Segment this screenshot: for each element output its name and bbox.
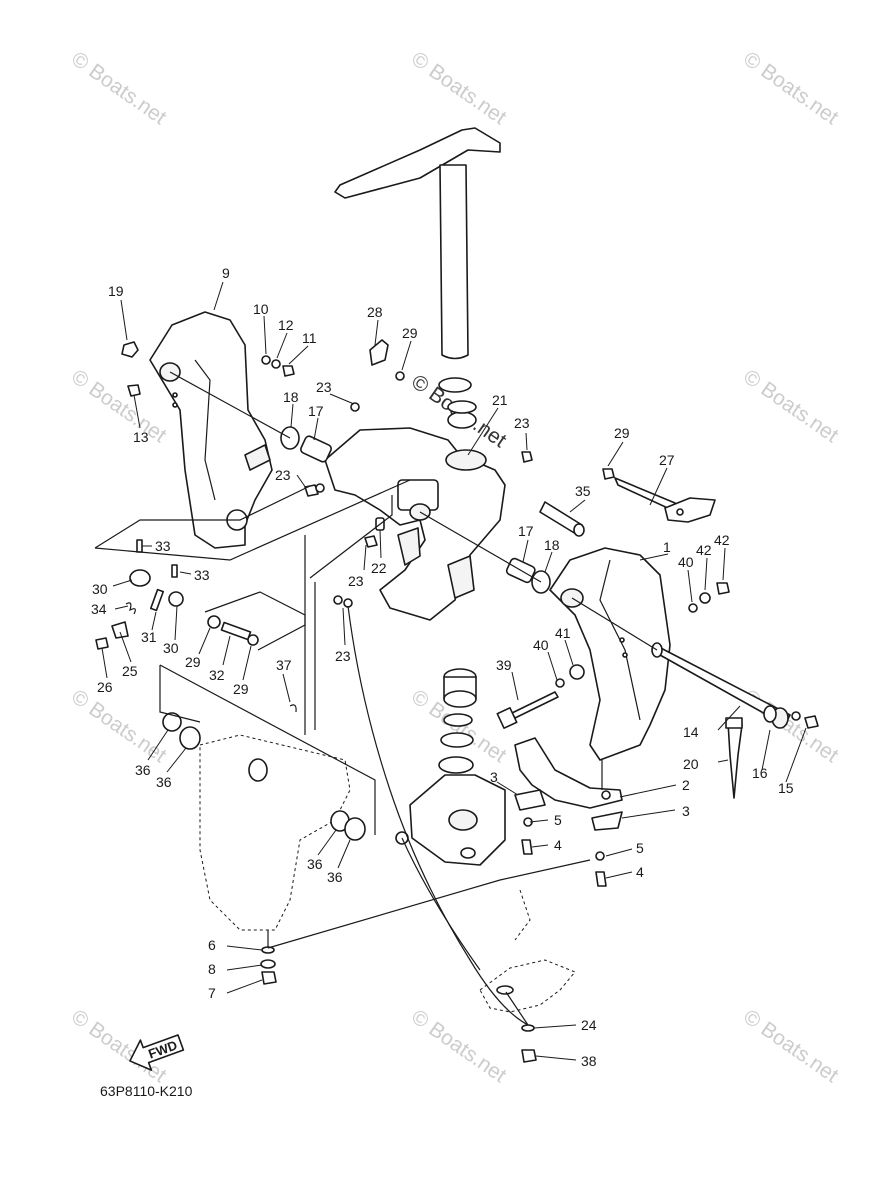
callout-29: 29	[233, 681, 249, 697]
callout-3: 3	[490, 769, 498, 785]
callout-15: 15	[778, 780, 794, 796]
callout-14: 14	[683, 724, 699, 740]
callout-36: 36	[327, 869, 343, 885]
callout-16: 16	[752, 765, 768, 781]
callout-7: 7	[208, 985, 216, 1001]
small-hardware	[95, 339, 819, 1063]
callout-8: 8	[208, 961, 216, 977]
watermark: © Boats.net	[739, 1005, 842, 1087]
clamp-bracket-left	[149, 311, 273, 549]
callout-5: 5	[554, 812, 562, 828]
watermark: © Boats.net	[67, 365, 170, 447]
callout-40: 40	[678, 554, 694, 570]
callout-27: 27	[659, 452, 675, 468]
watermark: © Boats.net	[407, 47, 510, 129]
callout-30: 30	[92, 581, 108, 597]
anode-bolt	[725, 717, 743, 799]
callout-18: 18	[544, 537, 560, 553]
callout-3: 3	[682, 803, 690, 819]
callout-42: 42	[696, 542, 712, 558]
lower-mount	[409, 668, 506, 866]
callout-36: 36	[307, 856, 323, 872]
callout-23: 23	[275, 467, 291, 483]
callout-37: 37	[276, 657, 292, 673]
callout-33: 33	[194, 567, 210, 583]
callout-4: 4	[554, 837, 562, 853]
callout-39: 39	[496, 657, 512, 673]
swivel-bracket	[324, 400, 506, 621]
callout-11: 11	[302, 330, 317, 346]
callout-10: 10	[253, 301, 269, 317]
callout-17: 17	[518, 523, 534, 539]
bracket-plate	[514, 737, 623, 831]
callout-36: 36	[156, 774, 172, 790]
callout-36: 36	[135, 762, 151, 778]
fwd-arrow: FWD	[129, 1034, 185, 1071]
lower-cowling	[479, 889, 576, 1013]
watermark: © Boats.net	[739, 365, 842, 447]
callout-26: 26	[97, 679, 113, 695]
callout-4: 4	[636, 864, 644, 880]
bolt-39	[496, 691, 559, 730]
callout-18: 18	[283, 389, 299, 405]
callout-29: 29	[185, 654, 201, 670]
callout-41: 41	[555, 625, 571, 641]
callout-38: 38	[581, 1053, 597, 1069]
callout-31: 31	[141, 629, 157, 645]
callout-1: 1	[663, 539, 671, 555]
watermark: © Boats.net	[739, 47, 842, 129]
callout-34: 34	[91, 601, 107, 617]
callout-12: 12	[278, 317, 294, 333]
watermark: © Boats.net	[67, 47, 170, 129]
callout-13: 13	[133, 429, 149, 445]
watermark: © Boats.net	[407, 1005, 510, 1087]
callout-6: 6	[208, 937, 216, 953]
callout-20: 20	[683, 756, 699, 772]
callout-33: 33	[155, 538, 171, 554]
callout-29: 29	[614, 425, 630, 441]
callout-24: 24	[581, 1017, 597, 1033]
pin	[539, 501, 585, 537]
leader-lines	[94, 281, 807, 1061]
callout-23: 23	[348, 573, 364, 589]
callout-23: 23	[514, 415, 530, 431]
callout-30: 30	[163, 640, 179, 656]
watermark: © Boats.net	[67, 685, 170, 767]
rubber-mounts	[162, 712, 366, 931]
callout-28: 28	[367, 304, 383, 320]
callout-19: 19	[108, 283, 124, 299]
clamp-bracket-right	[549, 547, 671, 761]
callout-40: 40	[533, 637, 549, 653]
callout-23: 23	[335, 648, 351, 664]
tilt-lever	[614, 477, 716, 523]
diagram-code: 63P8110-K210	[100, 1083, 193, 1099]
callout-25: 25	[122, 663, 138, 679]
callout-29: 29	[402, 325, 418, 341]
callout-21: 21	[492, 392, 508, 408]
callout-32: 32	[209, 667, 225, 683]
callout-23: 23	[316, 379, 332, 395]
callout-42: 42	[714, 532, 730, 548]
callout-35: 35	[575, 483, 591, 499]
callout-9: 9	[222, 265, 230, 281]
callout-22: 22	[371, 560, 387, 576]
callout-5: 5	[636, 840, 644, 856]
callout-2: 2	[682, 777, 690, 793]
callout-17: 17	[308, 403, 324, 419]
steering-handle	[334, 127, 501, 393]
callouts: 1 2 3 3 4 4 5 5 6 7 8 9 10 11 12 13 14 1…	[91, 265, 794, 1069]
tilt-tube	[651, 642, 791, 729]
